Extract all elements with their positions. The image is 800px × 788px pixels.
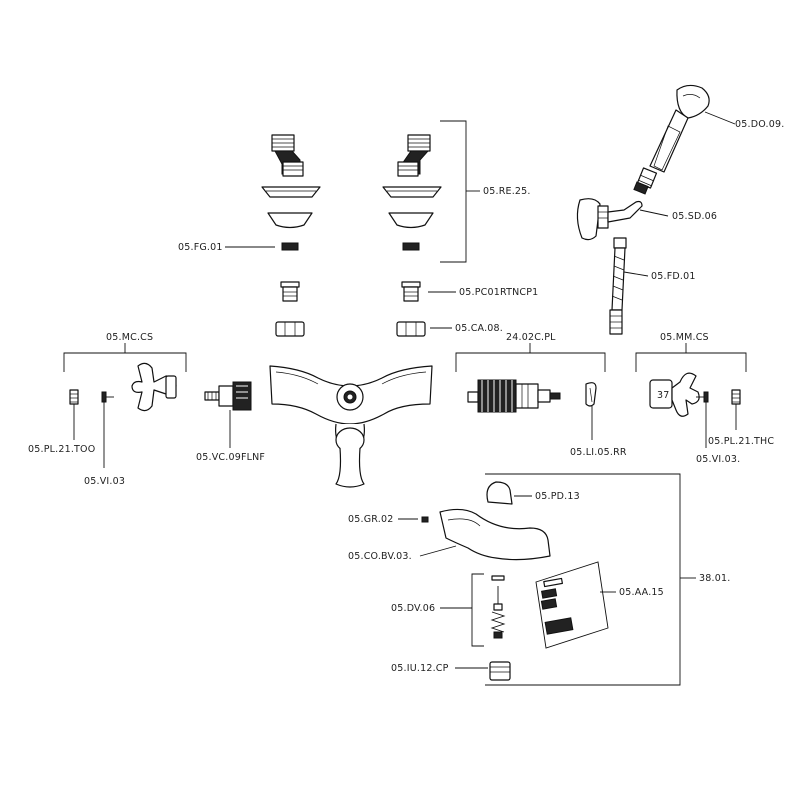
bath-spout: [439, 508, 551, 561]
label-pd13: 05.PD.13: [535, 491, 580, 502]
shower-holder: [576, 198, 643, 241]
label-pl21-left: 05.PL.21.TOO: [28, 444, 95, 455]
left-cup-rosette: [267, 212, 313, 229]
stop-ring: [585, 382, 597, 407]
left-cross-handle: [131, 362, 177, 412]
right-cup-rosette: [388, 212, 434, 229]
thermostatic-cartridge: [467, 379, 561, 413]
c2402-bracket: [455, 352, 606, 372]
label-cobv03: 05.CO.BV.03.: [348, 551, 412, 562]
flexible-hose: [609, 237, 627, 335]
label-gr02: 05.GR.02: [348, 514, 393, 525]
label-pl21-right: 05.PL.21.THC: [708, 436, 774, 447]
hand-shower: [633, 84, 710, 195]
diverter-knob: [486, 481, 513, 505]
spout-union-nut: [489, 661, 511, 681]
mixer-body: [269, 365, 433, 488]
dv06-bracket: [471, 573, 484, 647]
o-ring: [421, 516, 429, 523]
right-pipe-connector: [401, 281, 421, 302]
left-cap-nut: [275, 321, 305, 337]
label-aa15: 05.AA.15: [619, 587, 664, 598]
mm-cs-bracket: [635, 352, 747, 372]
right-cap-nut: [396, 321, 426, 337]
right-threaded-elbow: [397, 134, 431, 177]
aa15-box: [535, 561, 609, 649]
left-indicator-cap: [69, 389, 79, 405]
label-c2402: 24.02C.PL: [506, 332, 556, 343]
label-vi03-right: 05.VI.03.: [696, 454, 740, 465]
right-connector-stack: [382, 134, 442, 337]
right-filter-gasket: [402, 242, 420, 251]
label-fg01: 05.FG.01: [178, 242, 223, 253]
label-vc09: 05.VC.09FLNF: [196, 452, 265, 463]
right-indicator-cap: [731, 389, 741, 405]
label-mc-cs: 05.MC.CS: [106, 332, 153, 343]
label-mm-cs: 05.MM.CS: [660, 332, 709, 343]
label-vi03-left: 05.VI.03: [84, 476, 125, 487]
valve-cartridge: [204, 381, 252, 411]
label-re25: 05.RE.25.: [483, 186, 531, 197]
label-iu12: 05.IU.12.CP: [391, 663, 449, 674]
label-c3801: 38.01.: [699, 573, 730, 584]
left-screw: [101, 391, 114, 403]
label-ca08: 05.CA.08.: [455, 323, 503, 334]
right-flat-rosette: [382, 186, 442, 198]
left-filter-gasket: [281, 242, 299, 251]
c3801-bracket: [485, 473, 681, 686]
diverter-spindle: [490, 575, 506, 639]
label-sd06: 05.SD.06: [672, 211, 717, 222]
label-dv06: 05.DV.06: [391, 603, 435, 614]
label-do09: 05.DO.09.: [735, 119, 784, 130]
left-pipe-connector: [280, 281, 300, 302]
left-threaded-elbow: [271, 134, 304, 177]
label-li05: 05.LI.05.RR: [570, 447, 627, 458]
right-temperature-handle: 37: [649, 372, 700, 417]
label-pc01: 05.PC01RTNCP1: [459, 287, 538, 298]
label-fd01: 05.FD.01: [651, 271, 696, 282]
left-connector-stack: [261, 134, 321, 337]
left-flat-rosette: [261, 186, 321, 198]
knob-number: 37: [657, 390, 670, 401]
aerator-set: [540, 577, 574, 635]
mc-cs-bracket: [63, 352, 187, 372]
re25-bracket: [440, 120, 467, 263]
